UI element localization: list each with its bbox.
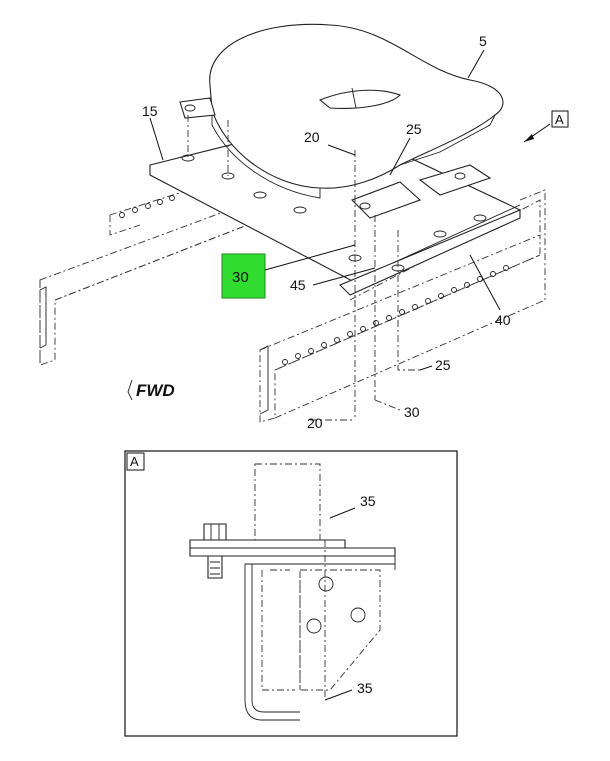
detail-a-box: A 35 35 xyxy=(124,450,458,737)
svg-text:A: A xyxy=(130,454,139,469)
svg-text:30: 30 xyxy=(404,404,420,420)
callout-25-bottom: 25 xyxy=(419,357,451,373)
svg-text:45: 45 xyxy=(290,277,306,293)
fifth-wheel-5 xyxy=(179,23,504,219)
svg-text:35: 35 xyxy=(360,493,376,509)
callout-40: 40 xyxy=(469,254,511,328)
callout-15: 15 xyxy=(142,103,164,161)
callout-25-top: 25 xyxy=(389,121,422,176)
view-a-reference: A xyxy=(523,110,569,143)
callout-20-bottom: 20 xyxy=(307,415,323,431)
svg-text:FWD: FWD xyxy=(136,381,175,400)
svg-text:25: 25 xyxy=(406,121,422,137)
right-frame-rail xyxy=(259,189,546,423)
svg-text:40: 40 xyxy=(495,312,511,328)
callout-5: 5 xyxy=(467,33,487,79)
svg-text:25: 25 xyxy=(435,357,451,373)
callout-30-bottom: 30 xyxy=(404,404,420,420)
callout-35-bottom: 35 xyxy=(324,680,373,701)
rail-bolt-holes xyxy=(282,265,509,365)
svg-text:A: A xyxy=(555,112,564,127)
svg-text:30: 30 xyxy=(232,269,249,286)
callout-35-top: 35 xyxy=(329,493,376,519)
callout-20-top: 20 xyxy=(304,129,356,156)
svg-text:15: 15 xyxy=(142,103,158,119)
bolt-drop-lines xyxy=(187,115,420,421)
svg-text:20: 20 xyxy=(307,415,323,431)
callout-45: 45 xyxy=(290,267,376,293)
svg-text:5: 5 xyxy=(479,33,487,49)
svg-text:20: 20 xyxy=(304,129,320,145)
callout-30-highlighted[interactable]: 30 xyxy=(221,244,356,299)
detail-bolt xyxy=(203,523,227,579)
forward-direction-indicator: FWD xyxy=(127,379,175,401)
svg-text:35: 35 xyxy=(357,680,373,696)
